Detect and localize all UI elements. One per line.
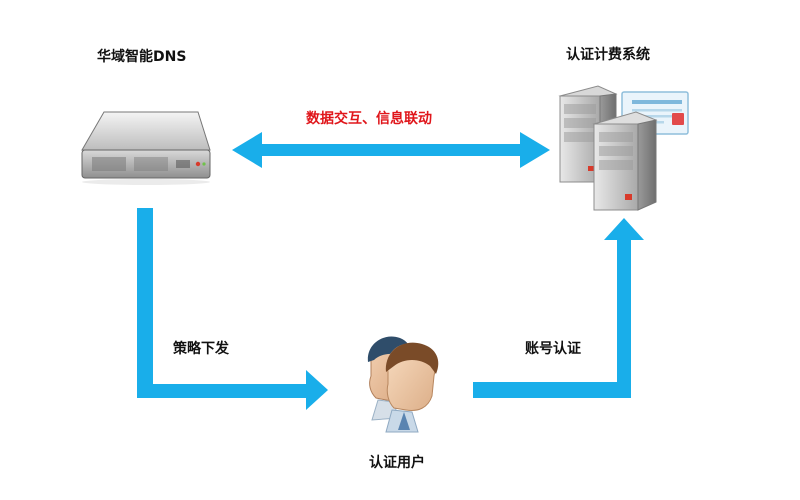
billing-server-icon [558, 85, 689, 211]
exchange-arrow [232, 132, 550, 168]
dns-server-icon [81, 111, 211, 185]
billing-node-label: 认证计费系统 [566, 47, 650, 63]
account-arrow [473, 218, 644, 398]
dns-node-label: 华域智能DNS [97, 49, 187, 65]
exchange-edge-label: 数据交互、信息联动 [306, 111, 432, 127]
policy-arrow [137, 208, 328, 410]
users-icon [367, 336, 439, 433]
user-node-label: 认证用户 [369, 455, 425, 471]
account-edge-label: 账号认证 [525, 341, 581, 357]
policy-edge-label: 策略下发 [173, 341, 229, 357]
